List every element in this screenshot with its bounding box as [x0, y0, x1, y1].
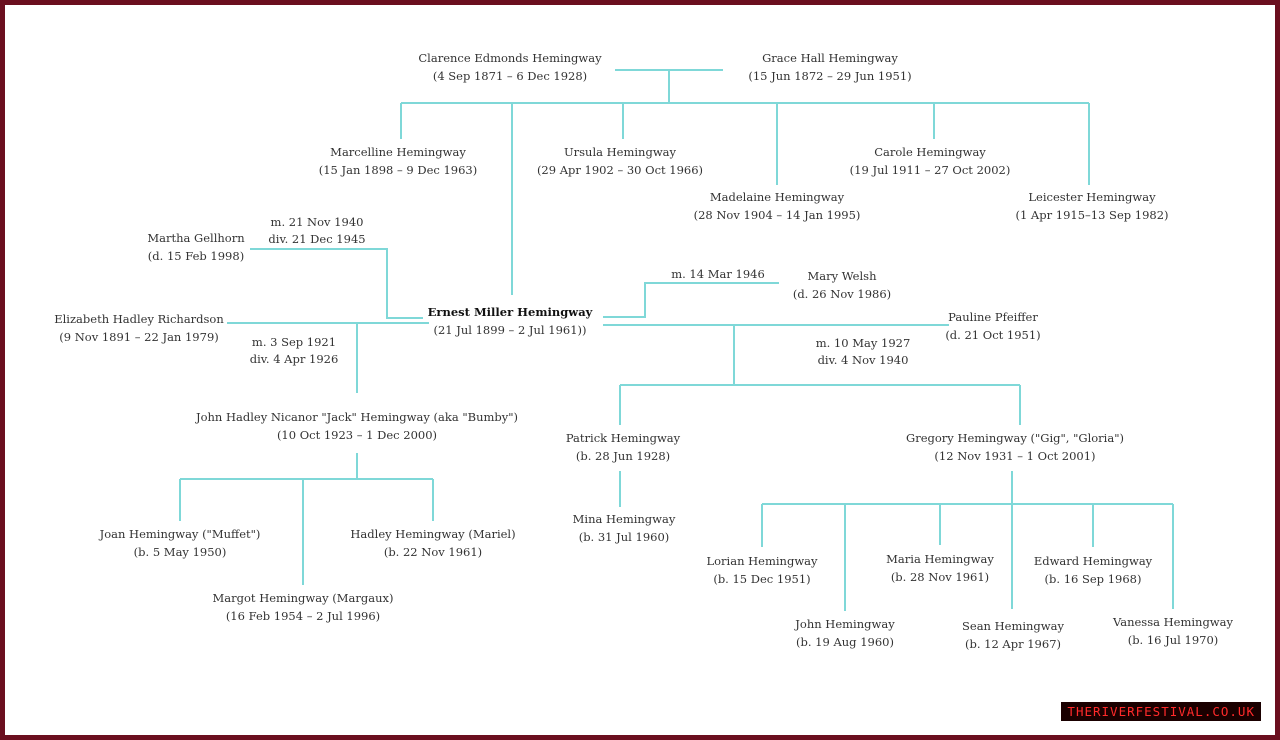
person-name: Edward Hemingway: [1033, 554, 1153, 568]
person-edward: Edward Hemingway (b. 16 Sep 1968): [1034, 552, 1152, 588]
person-vanessa: Vanessa Hemingway (b. 16 Jul 1970): [1113, 613, 1233, 649]
person-name: Margot Hemingway (Margaux): [212, 591, 394, 605]
person-name: Ursula Hemingway: [563, 145, 677, 159]
person-dates: (b. 19 Aug 1960): [796, 635, 894, 649]
person-gregory: Gregory Hemingway ("Gig", "Gloria") (12 …: [906, 429, 1124, 465]
person-dates: (21 Jul 1899 – 2 Jul 1961)): [433, 323, 587, 337]
watermark: THERIVERFESTIVAL.CO.UK: [1061, 702, 1261, 721]
person-grace: Grace Hall Hemingway (15 Jun 1872 – 29 J…: [748, 49, 911, 85]
person-name: Mary Welsh: [807, 269, 877, 283]
person-dates: (b. 12 Apr 1967): [964, 637, 1062, 651]
person-name: John Hadley Nicanor "Jack" Hemingway (ak…: [195, 410, 519, 424]
person-dates: (9 Nov 1891 – 22 Jan 1979): [59, 330, 219, 344]
person-maria: Maria Hemingway (b. 28 Nov 1961): [886, 550, 994, 586]
person-dates: (b. 28 Nov 1961): [890, 570, 990, 584]
marriage-label-mary: m. 14 Mar 1946: [671, 267, 765, 281]
person-name: Patrick Hemingway: [565, 431, 681, 445]
person-dates: (29 Apr 1902 – 30 Oct 1966): [536, 163, 704, 177]
person-name: Joan Hemingway ("Muffet"): [99, 527, 261, 541]
person-hadley-mariel: Hadley Hemingway (Mariel) (b. 22 Nov 196…: [350, 525, 515, 561]
family-tree-connectors: [179, 69, 1174, 611]
person-joan: Joan Hemingway ("Muffet") (b. 5 May 1950…: [100, 525, 261, 561]
person-patrick: Patrick Hemingway (b. 28 Jun 1928): [566, 429, 680, 465]
person-name: Vanessa Hemingway: [1112, 615, 1234, 629]
person-name: Pauline Pfeiffer: [948, 310, 1038, 324]
person-name: Marcelline Hemingway: [330, 145, 466, 159]
marriage-mary: [603, 282, 779, 318]
person-sean: Sean Hemingway (b. 12 Apr 1967): [962, 617, 1064, 653]
person-name: Ernest Miller Hemingway: [427, 305, 593, 319]
person-dates: (b. 16 Sep 1968): [1044, 572, 1142, 586]
person-pauline: Pauline Pfeiffer (d. 21 Oct 1951): [945, 308, 1040, 344]
person-name: Lorian Hemingway: [706, 554, 818, 568]
person-name: Maria Hemingway: [886, 552, 994, 566]
person-dates: (15 Jan 1898 – 9 Dec 1963): [318, 163, 478, 177]
person-dates: (4 Sep 1871 – 6 Dec 1928): [432, 69, 588, 83]
person-leicester: Leicester Hemingway (1 Apr 1915–13 Sep 1…: [1015, 188, 1168, 224]
person-name: Gregory Hemingway ("Gig", "Gloria"): [906, 431, 1124, 445]
person-dates: (d. 26 Nov 1986): [792, 287, 892, 301]
person-name: Grace Hall Hemingway: [762, 51, 898, 65]
person-name: Mina Hemingway: [572, 512, 676, 526]
person-name: Madelaine Hemingway: [709, 190, 845, 204]
person-name: Elizabeth Hadley Richardson: [54, 312, 224, 326]
person-name: Carole Hemingway: [874, 145, 986, 159]
person-name: Leicester Hemingway: [1028, 190, 1156, 204]
person-name: Hadley Hemingway (Mariel): [350, 527, 516, 541]
person-dates: (28 Nov 1904 – 14 Jan 1995): [693, 208, 861, 222]
person-dates: (b. 28 Jun 1928): [575, 449, 671, 463]
person-dates: (1 Apr 1915–13 Sep 1982): [1015, 208, 1169, 222]
person-name: Martha Gellhorn: [147, 231, 245, 245]
person-mary: Mary Welsh (d. 26 Nov 1986): [793, 267, 891, 303]
person-dates: (d. 15 Feb 1998): [147, 249, 245, 263]
person-madelaine: Madelaine Hemingway (28 Nov 1904 – 14 Ja…: [694, 188, 861, 224]
person-dates: (b. 31 Jul 1960): [578, 530, 670, 544]
person-name: John Hemingway: [795, 617, 895, 631]
person-carole: Carole Hemingway (19 Jul 1911 – 27 Oct 2…: [850, 143, 1011, 179]
person-john: John Hemingway (b. 19 Aug 1960): [795, 615, 894, 651]
person-dates: (19 Jul 1911 – 27 Oct 2002): [849, 163, 1011, 177]
person-mina: Mina Hemingway (b. 31 Jul 1960): [573, 510, 676, 546]
person-dates: (16 Feb 1954 – 2 Jul 1996): [225, 609, 381, 623]
person-dates: (b. 5 May 1950): [133, 545, 227, 559]
person-name: Clarence Edmonds Hemingway: [418, 51, 602, 65]
marriage-label-pauline: m. 10 May 1927 div. 4 Nov 1940: [815, 336, 911, 367]
person-margot: Margot Hemingway (Margaux) (16 Feb 1954 …: [213, 589, 394, 625]
person-martha: Martha Gellhorn (d. 15 Feb 1998): [147, 229, 244, 265]
marriage-label-martha: m. 21 Nov 1940 div. 21 Dec 1945: [268, 215, 366, 246]
person-dates: (b. 22 Nov 1961): [383, 545, 483, 559]
marriage-label-hadley: m. 3 Sep 1921 div. 4 Apr 1926: [249, 335, 339, 366]
person-hadley: Elizabeth Hadley Richardson (9 Nov 1891 …: [54, 310, 224, 346]
person-dates: (15 Jun 1872 – 29 Jun 1951): [748, 69, 912, 83]
person-dates: (12 Nov 1931 – 1 Oct 2001): [934, 449, 1096, 463]
person-ursula: Ursula Hemingway (29 Apr 1902 – 30 Oct 1…: [537, 143, 703, 179]
person-lorian: Lorian Hemingway (b. 15 Dec 1951): [706, 552, 817, 588]
marriage-martha: [250, 248, 423, 319]
person-dates: (b. 16 Jul 1970): [1127, 633, 1219, 647]
person-jack: John Hadley Nicanor "Jack" Hemingway (ak…: [196, 408, 518, 444]
person-dates: (d. 21 Oct 1951): [945, 328, 1041, 342]
person-clarence: Clarence Edmonds Hemingway (4 Sep 1871 –…: [418, 49, 601, 85]
person-dates: (10 Oct 1923 – 1 Dec 2000): [276, 428, 438, 442]
person-name: Sean Hemingway: [962, 619, 1064, 633]
person-dates: (b. 15 Dec 1951): [713, 572, 811, 586]
person-marcelline: Marcelline Hemingway (15 Jan 1898 – 9 De…: [319, 143, 477, 179]
person-ernest: Ernest Miller Hemingway (21 Jul 1899 – 2…: [428, 303, 593, 339]
